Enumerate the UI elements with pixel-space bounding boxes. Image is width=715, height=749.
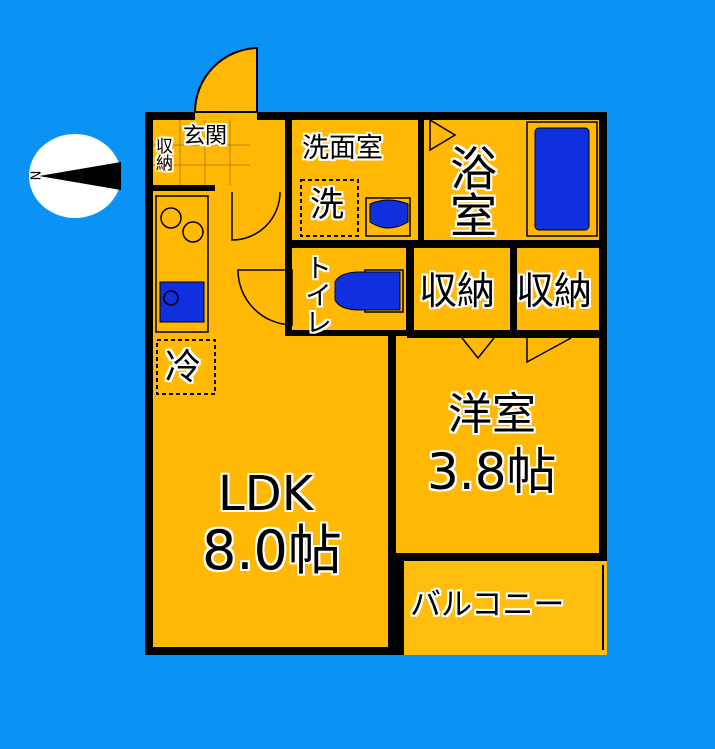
western-room-name: 洋室: [448, 389, 536, 440]
kitchen-sink: [159, 281, 205, 323]
windows: [178, 556, 604, 651]
door-swings: [231, 118, 572, 364]
kitchen: [155, 195, 209, 333]
washer-box: [300, 179, 359, 237]
ldk-name: LDK: [218, 466, 314, 522]
wash-basin: [369, 199, 409, 229]
compass-needle-icon: [39, 162, 121, 190]
ldk-size: 8.0帖: [202, 519, 342, 582]
toilet-label: トイレ: [300, 254, 331, 335]
fridge-label: 冷: [165, 347, 202, 388]
entrance-tiles: [153, 120, 250, 185]
wash-basin-counter: [365, 197, 411, 237]
storage-a-label: 収納: [419, 269, 496, 313]
storage-small-label: 収納: [152, 137, 172, 171]
balcony-area: [400, 560, 607, 655]
storage-b-label: 収納: [516, 269, 593, 313]
fridge-box: [156, 339, 216, 395]
washer-label: 洗: [310, 185, 344, 225]
entrance-door: [193, 46, 258, 113]
bathtub-frame: [526, 121, 598, 237]
compass-north-label: N: [29, 170, 45, 181]
washroom-label: 洗面室: [302, 133, 383, 164]
bath-label: 浴室: [441, 144, 496, 238]
western-room-size: 3.8帖: [427, 443, 557, 501]
toilet-bowl: [334, 271, 401, 311]
bathtub: [534, 127, 590, 231]
entrance-label: 玄関: [183, 124, 228, 149]
compass: N: [29, 134, 121, 218]
balcony-label: バルコニー: [410, 587, 565, 623]
